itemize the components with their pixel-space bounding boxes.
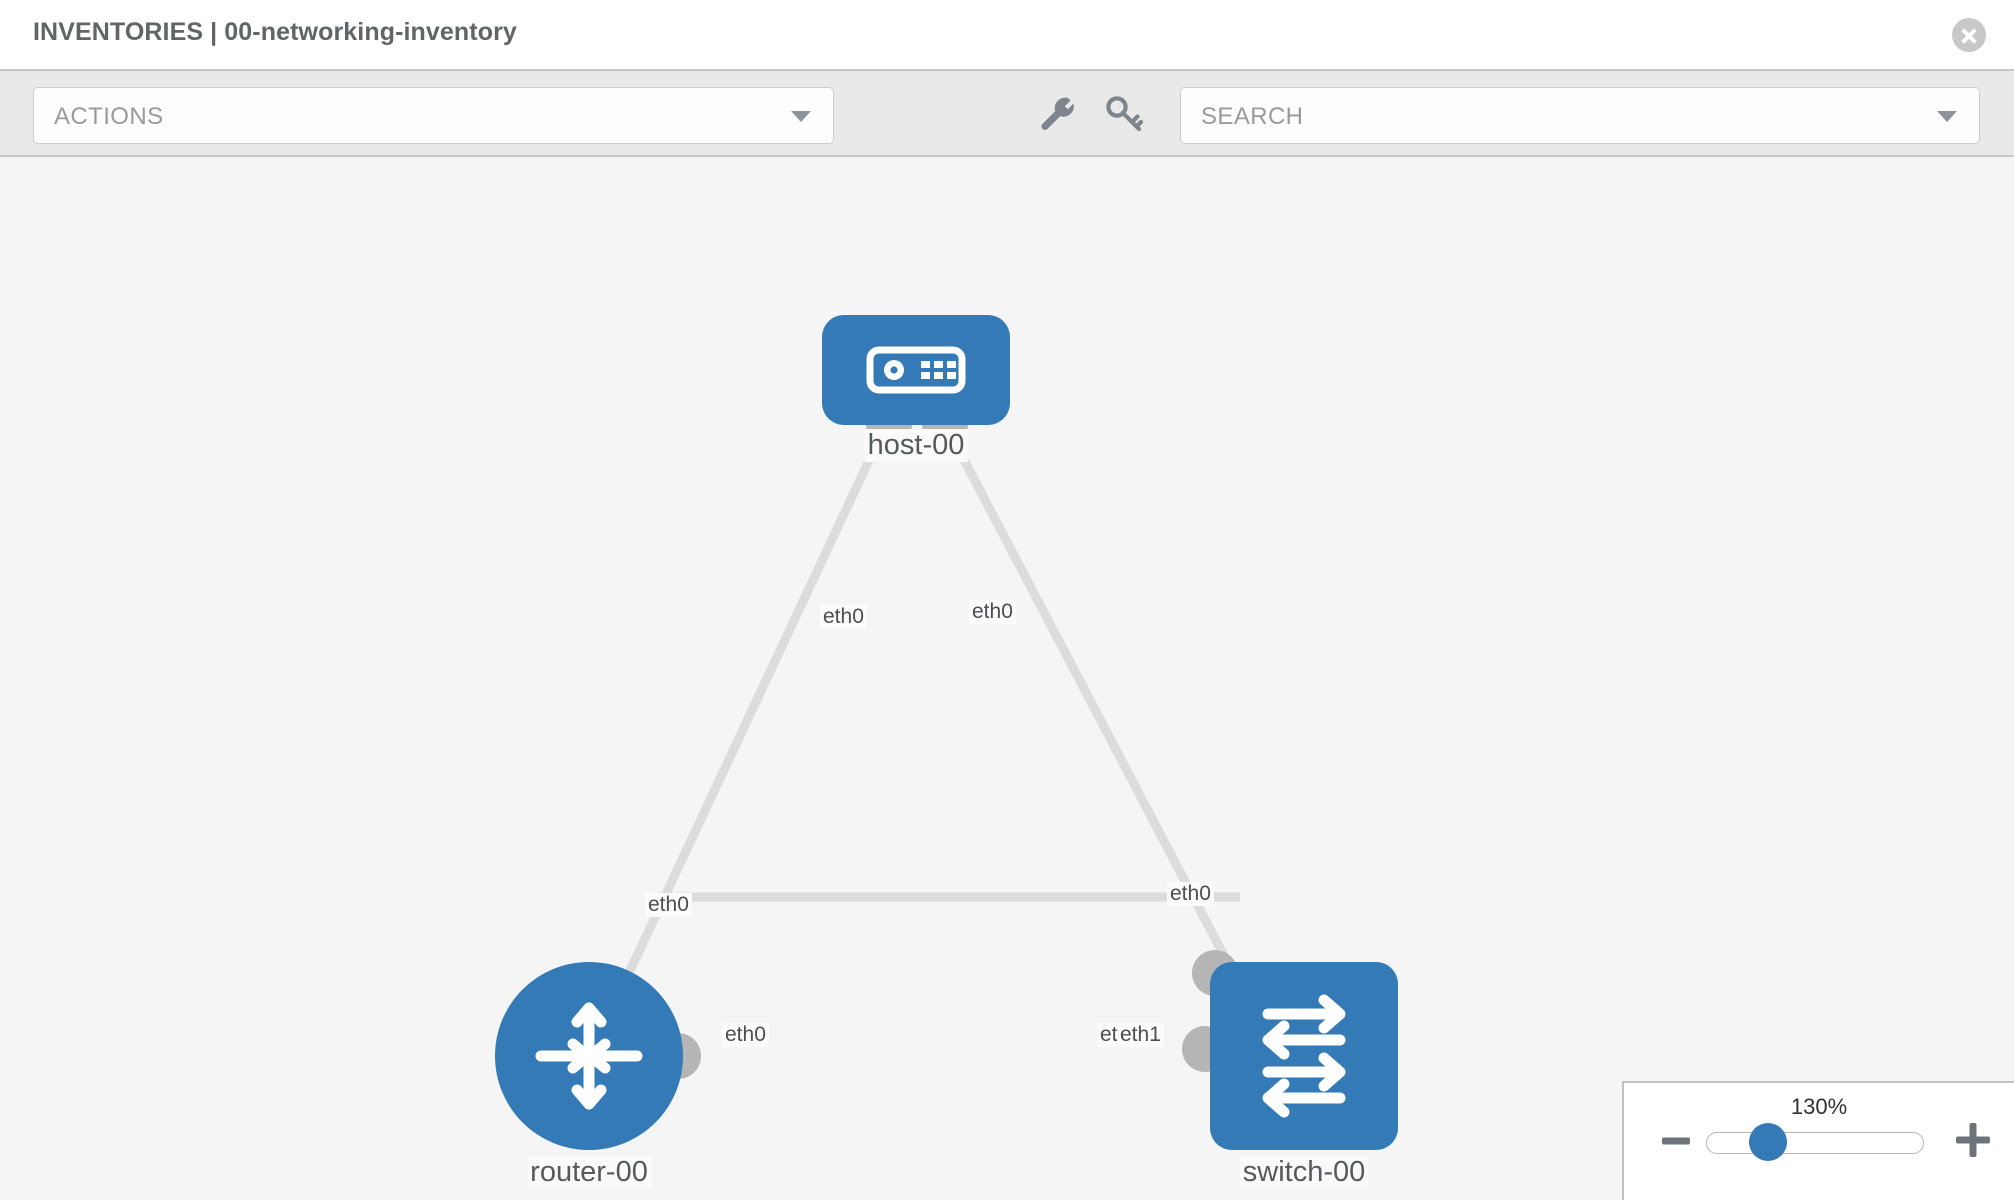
key-icon[interactable]: [1101, 91, 1149, 139]
page-title: INVENTORIES | 00-networking-inventory: [33, 18, 517, 46]
chevron-down-icon[interactable]: [1937, 111, 1957, 122]
topology-canvas[interactable]: host-00: [0, 157, 2014, 1200]
search-placeholder: SEARCH: [1201, 103, 1304, 130]
chevron-down-icon: [791, 111, 811, 122]
toolbar: ACTIONS SEARCH: [0, 69, 2014, 157]
router-arrows-icon: [529, 996, 649, 1121]
zoom-slider-track[interactable]: [1706, 1132, 1924, 1154]
node-label: switch-00: [1239, 1156, 1369, 1189]
node-host-00[interactable]: host-00: [822, 315, 1010, 462]
node-switch-00[interactable]: switch-00: [1182, 950, 1398, 1189]
zoom-level-value: 130%: [1790, 1094, 1848, 1119]
search-input[interactable]: SEARCH: [1180, 87, 1980, 144]
close-icon[interactable]: [1952, 18, 1986, 52]
server-icon: [866, 341, 966, 404]
zoom-slider-thumb[interactable]: [1749, 1123, 1787, 1161]
port-label: eth1: [1117, 1023, 1164, 1047]
port-label: eth0: [1167, 882, 1214, 906]
switch-arrows-icon: [1240, 992, 1368, 1125]
minus-icon[interactable]: [1662, 1127, 1690, 1155]
node-label: host-00: [864, 429, 968, 462]
port-label: eth0: [722, 1023, 769, 1047]
plus-icon[interactable]: [1956, 1123, 1990, 1157]
actions-dropdown[interactable]: ACTIONS: [33, 87, 834, 144]
node-shape: [1210, 962, 1398, 1150]
node-label: router-00: [527, 1156, 651, 1189]
node-router-00[interactable]: router-00: [495, 962, 701, 1189]
port-label: eth0: [820, 605, 867, 629]
port-label: eth0: [645, 893, 692, 917]
node-shape: [822, 315, 1010, 425]
wrench-icon[interactable]: [1035, 91, 1083, 139]
port-label: eth0: [969, 600, 1016, 624]
page-header: INVENTORIES | 00-networking-inventory: [0, 0, 2014, 69]
actions-dropdown-label: ACTIONS: [54, 103, 164, 130]
topology-edges: [615, 434, 1240, 994]
zoom-control-panel: 130%: [1622, 1081, 2014, 1200]
